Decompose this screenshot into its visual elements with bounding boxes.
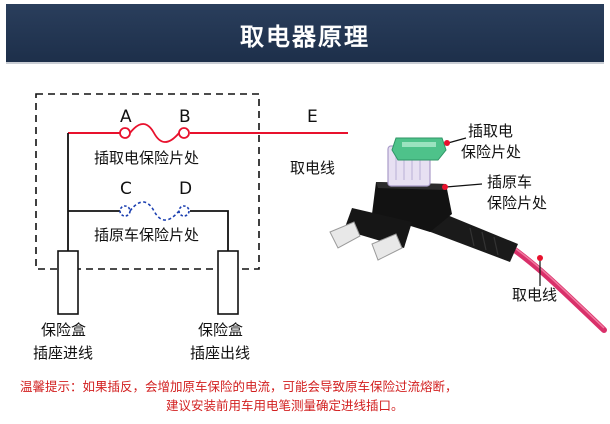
callout-dot-lower [442, 184, 448, 190]
lower-fuse-label: 插原车保险片处 [94, 226, 199, 244]
left-socket-label-line2: 插座进线 [33, 344, 93, 362]
blade-left [329, 221, 361, 249]
right-socket-label-line1: 保险盒 [198, 321, 243, 339]
lower-fuse-element [129, 201, 180, 221]
warning-note: 温馨提示：如果插反，会增加原车保险的电流，可能会导致原车保险过流熔断， 建议安装… [20, 379, 458, 413]
point-c-label: C [120, 179, 132, 199]
point-b-label: B [179, 107, 191, 127]
left-socket [57, 250, 79, 315]
upper-fuse-label: 插取电保险片处 [94, 149, 199, 167]
lower-slot-label-line1: 插原车 [487, 173, 532, 191]
right-socket [217, 250, 239, 315]
power-out-label: 取电线 [290, 159, 335, 177]
terminal-a [119, 127, 131, 139]
wire-boot [420, 208, 518, 262]
lower-wire-right [190, 210, 229, 251]
point-a-label: A [120, 107, 132, 127]
upper-slot-label-line1: 插取电 [468, 122, 513, 140]
upper-fuse-element [129, 123, 180, 143]
callout-dot-upper [444, 140, 450, 146]
note-line1: 温馨提示：如果插反，会增加原车保险的电流，可能会导致原车保险过流熔断， [20, 379, 458, 394]
right-socket-label-line2: 插座出线 [190, 344, 250, 362]
pink-wire [509, 245, 607, 333]
left-socket-label-line1: 保险盒 [41, 321, 86, 339]
lower-slot-label-line2: 保险片处 [487, 194, 547, 212]
green-fuse [391, 137, 447, 161]
page-title: 取电器原理 [240, 23, 370, 51]
terminal-c [119, 205, 131, 217]
note-line2: 建议安装前用车用电笔测量确定进线插口。 [166, 398, 404, 413]
header-banner: 取电器原理 [6, 4, 604, 64]
terminal-d [178, 205, 190, 217]
fuse-box-outline [35, 93, 260, 270]
terminal-b [178, 127, 190, 139]
blade-right [371, 233, 403, 261]
callout-dot-wire [537, 255, 543, 261]
point-d-label: D [179, 179, 192, 199]
schematic: A B C D E 插取电保险片处 插原车保险片处 取电线 保险盒 插座进线 保… [33, 93, 348, 362]
wire-label: 取电线 [512, 286, 557, 304]
point-e-label: E [307, 107, 318, 127]
fuse-tap-illustration: 插取电 保险片处 插原车 保险片处 取电线 [329, 122, 607, 333]
upper-slot-label-line2: 保险片处 [461, 143, 521, 161]
